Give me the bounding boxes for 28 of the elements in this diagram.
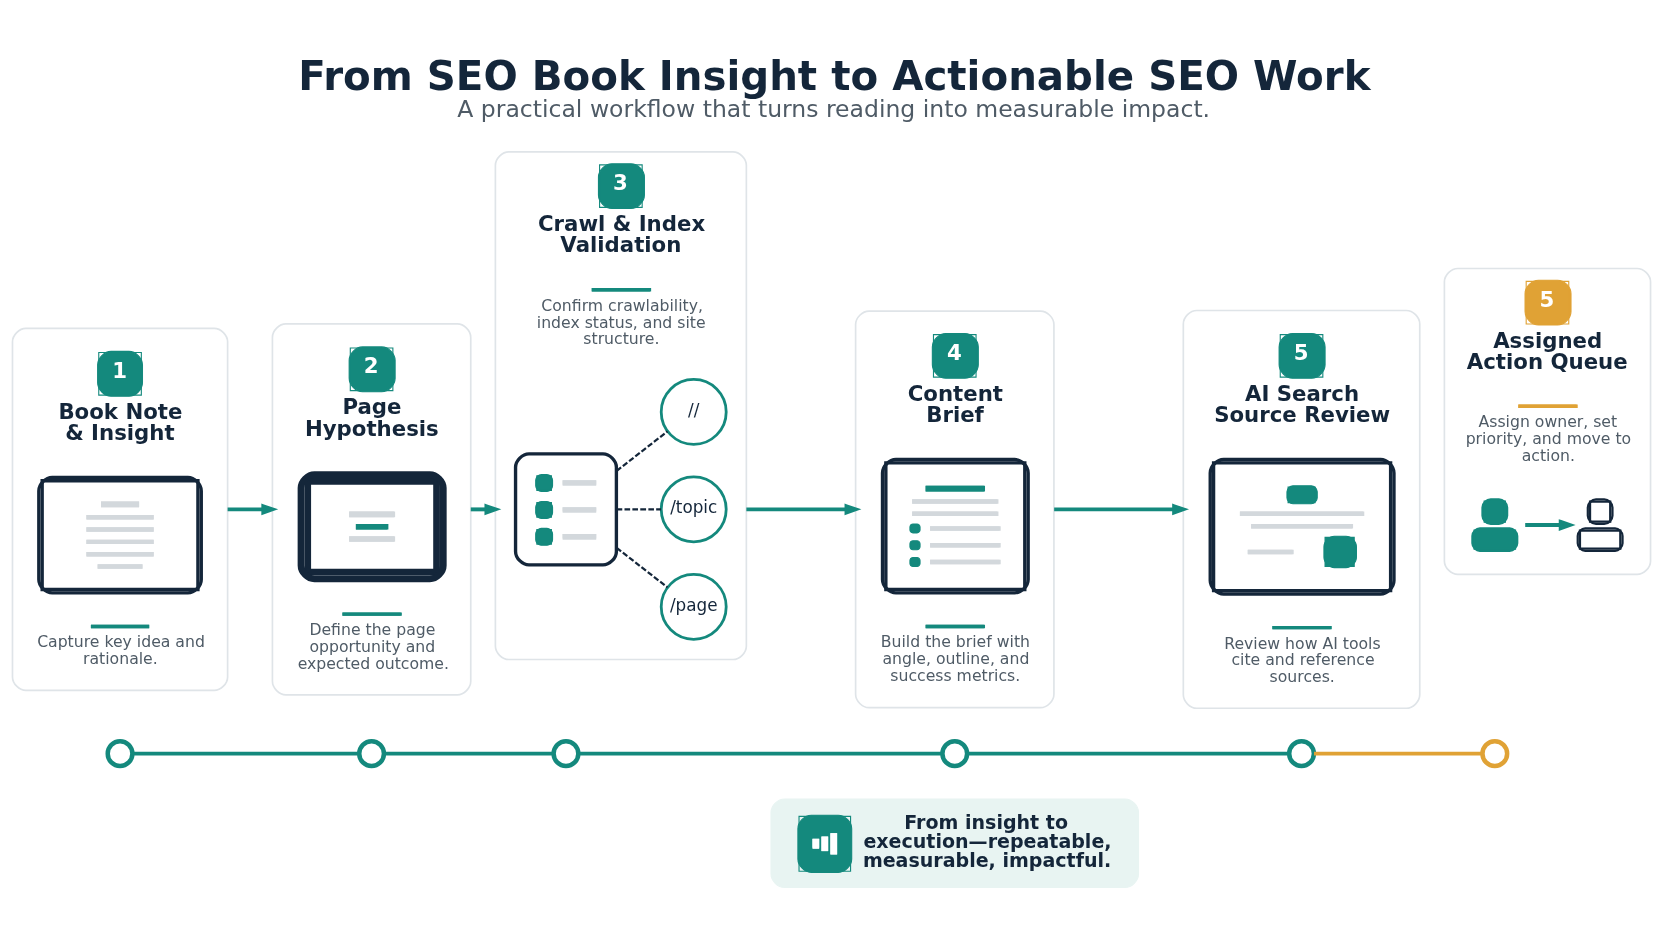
node-circle [105,738,135,768]
node-circle [1286,738,1317,768]
node-circle [357,738,387,768]
arrow [1054,503,1190,515]
arrow [746,502,862,515]
node-circle: /page [659,572,728,641]
connector [616,430,669,472]
node-circle [940,738,970,768]
node-box: From insight to execution—repeatable, measurable, impactful. [770,797,1140,888]
arrow [227,502,279,515]
connector [616,546,669,588]
node-box: 2 Page Hypothesis Define the page opportunity and expected outcome. [271,322,472,696]
connector [1314,751,1483,756]
connector [967,751,1289,756]
node-circle [551,738,581,768]
cluster: 5 Assigned Action Queue Assign owner, set priority, and move to action. [1443,267,1652,575]
node-picture [513,451,619,566]
node-circle: // [659,377,728,446]
node-circle [1480,738,1510,768]
connector [578,751,943,756]
node-box: 4 Content Brief Build the brief with angle, outline, and success metrics. [854,309,1055,709]
node-circle: /topic [659,475,728,543]
arrow [1525,518,1576,531]
node-box: 5 AI Search Source Review Review how AI tools cite and reference sources. [1182,309,1421,709]
connector [132,751,360,756]
node-box: 1 Book Note & Insight Capture key idea and rationale. [11,327,229,691]
connector [384,751,554,756]
connector [616,507,661,510]
